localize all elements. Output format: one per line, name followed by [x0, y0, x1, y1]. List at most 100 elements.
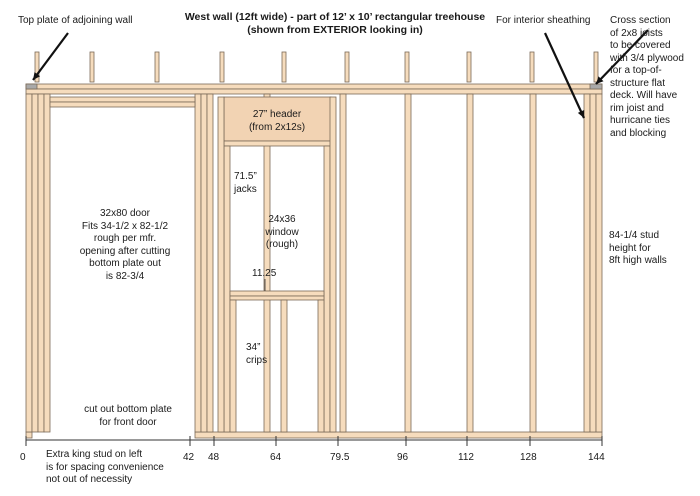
wall-stud [200, 93, 208, 433]
wall-framing [25, 51, 603, 439]
wall-stud [583, 93, 591, 433]
sill-dimension: 11.25 [252, 268, 277, 279]
wall-stud [339, 93, 347, 433]
jacks-label-line: 71.5” [234, 171, 257, 182]
note-line: for a top-of- [610, 65, 662, 76]
note-line: deck. Will have [610, 90, 678, 101]
joist-stub [34, 51, 40, 83]
title-line-1: West wall (12ft wide) - part of 12’ x 10… [184, 11, 486, 23]
joist-stub [89, 51, 95, 83]
axis-tick-label: 42 [183, 452, 195, 463]
wall-stud [31, 93, 39, 433]
window-label: 24x36 window (rough) [247, 214, 317, 252]
crips-label-line: 34” [246, 342, 261, 353]
window-label-line: (rough) [265, 239, 299, 250]
axis-tick-label: 0 [20, 452, 26, 463]
top-plate [25, 83, 603, 90]
joist-cap [25, 83, 38, 90]
callout-arrows [32, 29, 649, 291]
top-plate [25, 88, 603, 95]
king-stud-line: not out of necessity [46, 474, 133, 485]
joist-stub [281, 51, 287, 83]
jacks-label: 71.5” jacks [234, 171, 257, 196]
king-stud-line: Extra king stud on left [46, 449, 143, 460]
bottom-plate-note: cut out bottom plate for front door [63, 404, 193, 429]
sheathing-arrow-head [577, 110, 585, 118]
cross-section-arrow-head [596, 76, 604, 84]
axis-tick-label: 48 [208, 452, 220, 463]
window-label-line: 24x36 [268, 214, 296, 225]
bottom-plate [194, 431, 603, 439]
wall-stud [25, 93, 33, 433]
header-label-line: 27” header [252, 109, 302, 120]
header-label-line: (from 2x12s) [248, 121, 306, 133]
diagram-title: West wall (12ft wide) - part of 12’ x 10… [170, 11, 500, 36]
wall-stud [263, 93, 271, 433]
wall-stud [194, 93, 202, 433]
axis-tick-label: 144 [588, 452, 605, 463]
note-line: rim joist and [610, 102, 664, 114]
sheathing-callout: For interior sheathing [496, 15, 591, 26]
window-sill [229, 295, 325, 301]
crips-label: 34” crips [246, 342, 267, 367]
joist-stub [404, 51, 410, 83]
inch-axis [25, 436, 603, 446]
joist-stub [466, 51, 472, 83]
title-line-2: (shown from EXTERIOR looking in) [247, 23, 423, 36]
joist-stub [219, 51, 225, 83]
note-line: Cross section [610, 15, 671, 26]
door-note-line: opening after cutting [79, 245, 171, 257]
wall-stud [43, 93, 51, 433]
joist-stub [593, 51, 599, 83]
door-note-line: 32x80 door [99, 208, 151, 219]
note-line: hurricane ties [610, 115, 671, 126]
cross-section-note: Cross section of 2x8 joists to be covere… [610, 15, 684, 140]
cripple-stud [317, 299, 325, 433]
cross-section-arrow [595, 29, 649, 85]
axis-tick-label: 112 [458, 452, 474, 463]
wall-stud [206, 93, 214, 433]
wall-stud [466, 93, 474, 433]
cripple-stud [280, 299, 288, 433]
stud-height-line: 84-1/4 stud [609, 230, 660, 241]
header-label: 27” header (from 2x12s) [222, 109, 332, 134]
stud-height-line: 8ft high walls [609, 255, 667, 266]
joist-stub [154, 51, 160, 83]
door-note-line: bottom plate out [89, 258, 161, 269]
wall-stud [595, 93, 603, 433]
window-jack-stud [223, 145, 231, 433]
window-header-plate [223, 140, 332, 147]
axis-tick-label: 96 [397, 452, 409, 463]
note-line: and blocking [610, 127, 667, 139]
top-plate-callout: Top plate of adjoining wall [18, 15, 133, 26]
window-king-stud [217, 96, 225, 433]
joist-stub [529, 51, 535, 83]
wall-stud [37, 93, 45, 433]
door-header [49, 101, 196, 108]
stud-height-note: 84-1/4 stud height for 8ft high walls [609, 230, 667, 268]
axis-tick-label: 128 [520, 452, 537, 463]
bottom-plate-note-line: for front door [99, 416, 157, 428]
jacks-label-line: jacks [234, 183, 257, 195]
door-note-line: Fits 34-1/2 x 82-1/2 [81, 220, 169, 232]
window-label-line: window [265, 226, 299, 238]
window-header [223, 96, 332, 142]
sheathing-arrow [544, 32, 585, 119]
king-stud-note: Extra king stud on left is for spacing c… [46, 449, 164, 487]
door-note-line: is 82-3/4 [105, 270, 145, 282]
door-header [49, 96, 196, 103]
wall-stud [404, 93, 412, 433]
bottom-plate-note-line: cut out bottom plate [84, 404, 172, 415]
window-jack-stud [323, 145, 331, 433]
note-line: structure flat [610, 77, 666, 89]
bottom-plate [25, 431, 33, 439]
king-stud-line: is for spacing convenience [46, 461, 164, 473]
note-line: to be covered [610, 40, 671, 51]
note-line: of 2x8 joists [610, 27, 663, 39]
top-plate-arrow-head [33, 72, 41, 80]
stud-height-line: height for [609, 242, 651, 254]
window-king-stud [329, 96, 337, 433]
door-note: 32x80 door Fits 34-1/2 x 82-1/2 rough pe… [60, 208, 190, 283]
top-plate-arrow [32, 32, 69, 81]
